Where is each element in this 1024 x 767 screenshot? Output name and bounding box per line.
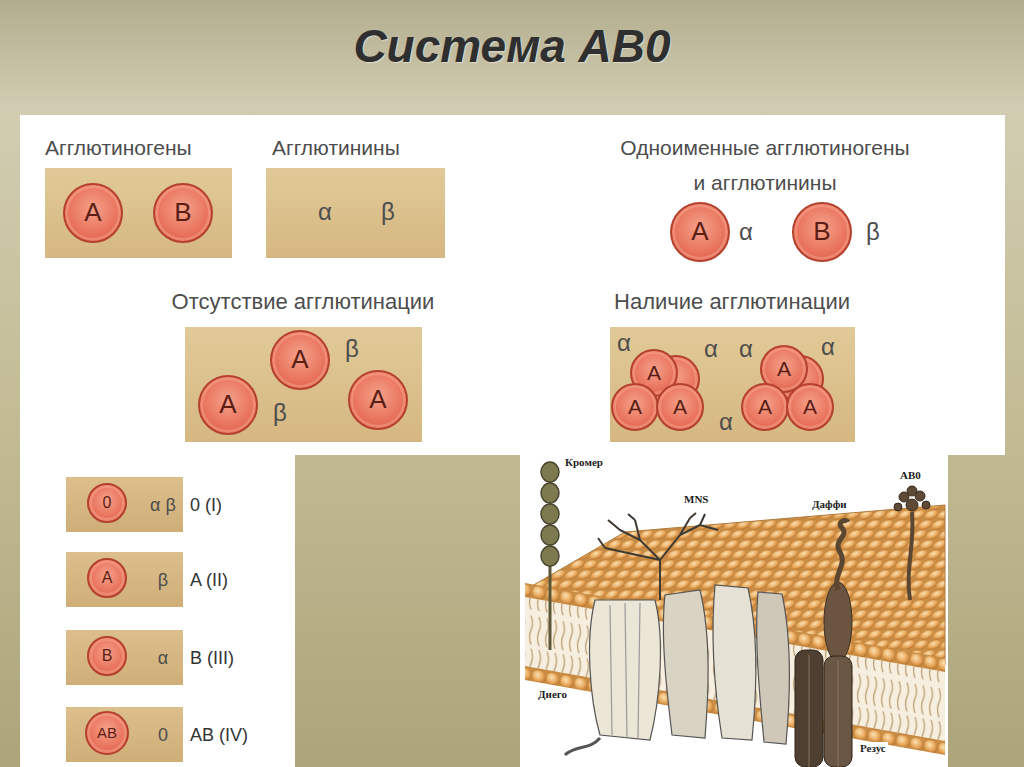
blood-group-label: A (II) — [190, 570, 228, 591]
protein-bead — [541, 504, 559, 524]
blood-group-box: 0AB (IV)AB — [66, 707, 183, 762]
cell-letter: A — [84, 198, 101, 228]
protein-helix — [663, 590, 708, 738]
antigen-system-label: Диего — [536, 688, 569, 701]
box-heading: Агглютиногены — [45, 136, 192, 160]
tan-box: АгглютиногеныAB — [45, 168, 232, 258]
antigen-system-label: Даффи — [810, 498, 849, 511]
agglutinin-symbol: β — [866, 218, 880, 246]
cell-letter: A — [369, 385, 386, 415]
agglutinin-symbol: β — [381, 198, 395, 226]
tan-box: Агглютининыαβ — [266, 168, 445, 258]
cell-letter: AB — [97, 724, 117, 741]
transmembrane-proteins — [590, 585, 790, 744]
protein-bead — [541, 546, 559, 566]
duffy-protein — [824, 582, 852, 662]
blood-group-label: B (III) — [190, 648, 234, 669]
box-heading: Наличие агглютинации — [614, 289, 850, 314]
red-blood-cell: A — [786, 383, 834, 431]
agglutinin-symbol: β — [273, 399, 287, 427]
ab0-antigen-cluster — [894, 486, 930, 511]
cell-letter: B — [102, 647, 113, 665]
red-blood-cell: B — [87, 636, 127, 676]
antigen-system-label: Кромер — [563, 456, 605, 469]
agglutinin-symbol: α — [739, 335, 753, 363]
red-blood-cell: A — [348, 370, 408, 430]
lipid-bilayer — [525, 505, 945, 755]
diego-tail — [565, 738, 600, 755]
box-heading: Агглютинины — [272, 136, 400, 160]
cell-letter: 0 — [103, 494, 112, 512]
protein-detail — [610, 603, 640, 738]
red-blood-cell: B — [792, 202, 852, 262]
tan-box: Наличие агглютинацииαααααAAAAAA — [610, 327, 855, 442]
red-blood-cell: A — [611, 383, 659, 431]
rhesus-protein — [795, 650, 852, 767]
protein-helix — [713, 585, 756, 740]
mns-glycoprotein — [598, 513, 718, 600]
protein-bead — [541, 483, 559, 503]
cell-letter: A — [219, 390, 236, 420]
protein-detail — [809, 655, 838, 767]
agglutinin-symbol: α β — [150, 495, 176, 516]
protein-bead — [541, 525, 559, 545]
box-heading: Отсутствие агглютинации — [172, 289, 435, 314]
cell-letter: A — [777, 357, 791, 381]
red-blood-cell: AB — [85, 711, 129, 755]
cell-letter: A — [691, 217, 708, 247]
agglutinin-symbol: α — [719, 408, 733, 436]
red-blood-cell: A — [741, 383, 789, 431]
cell-letter: A — [673, 395, 687, 419]
blood-group-box: βA (II)A — [66, 552, 183, 607]
agglutinin-symbol: α — [739, 218, 753, 246]
caption-note: Одноименные агглютиногены и агглютинины — [615, 131, 915, 200]
blood-group-box: αB (III)B — [66, 630, 183, 685]
agglutinin-symbol: 0 — [158, 725, 168, 746]
agglutinin-symbol: α — [821, 333, 835, 361]
sugar-unit — [894, 503, 902, 511]
sugar-unit — [907, 486, 917, 496]
cell-letter: A — [291, 345, 308, 375]
agglutinin-symbol: β — [158, 570, 168, 591]
cell-letter: B — [174, 198, 191, 228]
diego-protein — [590, 600, 661, 740]
cell-letter: A — [803, 395, 817, 419]
cell-letter: B — [813, 217, 830, 247]
agglutinin-symbol: β — [345, 335, 359, 363]
blood-group-box: α β0 (I)0 — [66, 477, 183, 532]
antigen-system-label: MNS — [682, 493, 710, 506]
antigen-system-label: AB0 — [898, 469, 923, 482]
antigen-system-label: Резус — [858, 742, 888, 755]
blood-group-label: AB (IV) — [190, 725, 248, 746]
red-blood-cell: A — [63, 183, 123, 243]
sugar-unit — [922, 501, 930, 509]
red-blood-cell: B — [153, 183, 213, 243]
cell-letter: A — [758, 395, 772, 419]
slide-title: Система АВ0 — [0, 20, 1024, 73]
red-blood-cell: A — [198, 375, 258, 435]
kromer-protein — [541, 462, 559, 650]
red-blood-cell: A — [87, 558, 127, 598]
protein-bead — [541, 462, 559, 482]
agglutinin-symbol: α — [318, 198, 332, 226]
agglutinin-symbol: α — [617, 329, 631, 357]
red-blood-cell: 0 — [87, 483, 127, 523]
tan-box: Отсутствие агглютинацииββAAA — [185, 327, 422, 442]
cell-letter: A — [647, 361, 661, 385]
duffy-coil — [837, 520, 848, 590]
cell-letter: A — [102, 569, 113, 587]
blood-group-label: 0 (I) — [190, 495, 222, 516]
cell-letter: A — [628, 395, 642, 419]
agglutinin-symbol: α — [158, 648, 168, 669]
white-panel — [20, 115, 1005, 455]
red-blood-cell: A — [270, 330, 330, 390]
agglutinin-symbol: α — [704, 335, 718, 363]
red-blood-cell: A — [670, 202, 730, 262]
red-blood-cell: A — [656, 383, 704, 431]
ab0-stalk — [909, 512, 913, 600]
protein-helix — [757, 592, 790, 744]
